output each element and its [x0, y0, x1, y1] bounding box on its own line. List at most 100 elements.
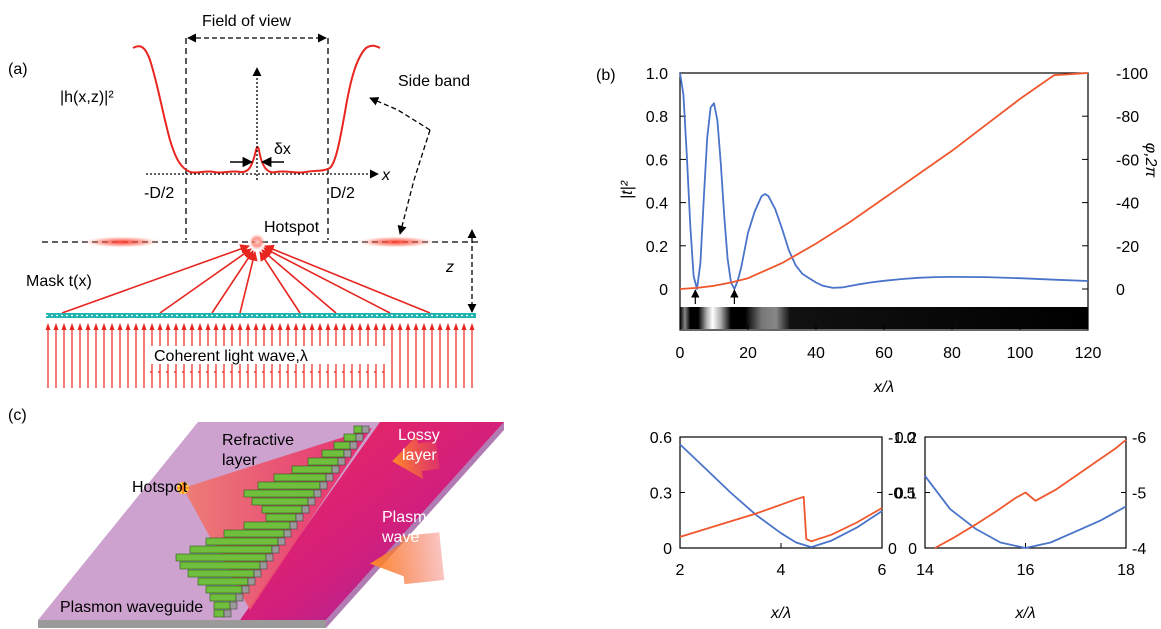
y-tick-label: 0	[659, 282, 668, 299]
light-arrow-head	[397, 323, 403, 330]
light-arrow-head	[149, 323, 155, 330]
hotspot-star-rays	[177, 482, 189, 494]
x-axis-label: x/λ	[1014, 605, 1035, 622]
refractive-block-end	[283, 529, 292, 538]
d-half-label: D/2	[330, 185, 355, 202]
y2-tick-label: -20	[1116, 239, 1139, 256]
hotspot-label: Hotspot	[264, 219, 320, 236]
x-tick-label: 60	[875, 345, 893, 362]
phase-line	[934, 439, 1127, 549]
x-tick-label: 6	[878, 562, 887, 579]
y2-tick-label: -80	[1116, 109, 1139, 126]
transmission-bar	[680, 307, 1088, 329]
waveguide-label: Plasmon waveguide	[60, 599, 203, 616]
refractive-block-end	[289, 521, 298, 530]
panel-a: (a) Field of view |h(x,z)|² Side band x …	[8, 13, 480, 388]
refractive-block-end	[253, 569, 262, 578]
refractive-block-end	[313, 489, 322, 498]
refractive-block-end	[337, 457, 346, 466]
y-tick-label: 0.3	[650, 486, 672, 503]
refractive-block	[353, 425, 363, 434]
y-tick-label: 0.4	[646, 196, 668, 213]
transmission-line	[679, 72, 1089, 290]
plasmon-label: Plasmon	[382, 509, 444, 526]
refractive-block-end	[247, 577, 256, 586]
refractive-label: Refractive	[222, 432, 294, 449]
light-arrow-head	[237, 323, 243, 330]
waveguide-front-edge	[38, 620, 326, 628]
light-arrow-head	[437, 323, 443, 330]
transmission-line	[679, 443, 883, 548]
refractive-block	[213, 609, 225, 618]
x-tick-label: 100	[1007, 345, 1034, 362]
light-arrow-head	[333, 323, 339, 330]
refractive-block	[197, 577, 249, 586]
light-arrow-head	[141, 323, 147, 330]
light-arrow-head	[293, 323, 299, 330]
light-arrow-head	[341, 323, 347, 330]
refractive-block	[205, 537, 279, 546]
refractive-block	[243, 521, 291, 530]
y2-tick-label: 0	[888, 541, 897, 558]
y2-tick-label: -100	[1116, 66, 1148, 83]
refractive-block	[209, 593, 237, 602]
refractive-block-end	[223, 609, 232, 618]
y-tick-label: 0.6	[650, 430, 672, 447]
refractive-block	[189, 545, 273, 554]
light-arrow-head	[365, 323, 371, 330]
refractive-block	[273, 473, 327, 482]
refractive-block-end	[271, 545, 280, 554]
y2-tick-label: -4	[1132, 541, 1146, 558]
light-arrow-head	[413, 323, 419, 330]
light-arrow-head	[429, 323, 435, 330]
lossy-layer-label: layer	[402, 447, 437, 464]
light-arrow-head	[53, 323, 59, 330]
light-arrow-head	[213, 323, 219, 330]
x-tick-label: 80	[943, 345, 961, 362]
light-arrow-head	[77, 323, 83, 330]
light-arrow-head	[253, 323, 259, 330]
refractive-block-end	[331, 465, 340, 474]
refractive-block-end	[301, 505, 310, 514]
light-arrow-head	[421, 323, 427, 330]
x-tick-label: 20	[739, 345, 757, 362]
phase-line	[679, 72, 1089, 290]
lossy-label: Lossy	[398, 427, 440, 444]
light-arrow-head	[61, 323, 67, 330]
light-arrow-head	[389, 323, 395, 330]
refractive-block-end	[259, 561, 268, 570]
y-tick-label: 0.8	[646, 109, 668, 126]
transmission-line	[924, 475, 1127, 549]
side-band-arrow-up	[369, 97, 431, 131]
refractive-block	[205, 585, 243, 594]
y-axis-label: |t|²	[619, 180, 636, 199]
side-band-arrow-down	[397, 129, 431, 235]
refractive-block	[243, 489, 315, 498]
light-arrow-head	[469, 323, 475, 330]
light-arrow-head	[85, 323, 91, 330]
light-arrow-head	[205, 323, 211, 330]
y2-axis-label: φ,2π	[1142, 143, 1159, 178]
side-band-label: Side band	[398, 73, 470, 90]
refractive-block-end	[235, 593, 244, 602]
refractive-block	[257, 481, 321, 490]
refractive-block	[265, 513, 297, 522]
panel-c-label: (c)	[8, 407, 27, 424]
light-arrow-head	[245, 323, 251, 330]
wave-label: wave	[381, 529, 419, 546]
psf-x-label: x	[381, 167, 391, 184]
light-arrow-head	[229, 323, 235, 330]
light-arrow-head	[357, 323, 363, 330]
psf-label: |h(x,z)|²	[60, 89, 114, 106]
light-arrow-head	[309, 323, 315, 330]
panel-c: (c) Refractive layer Lossy layer Hotspot…	[8, 407, 504, 628]
field-of-view-label: Field of view	[202, 13, 291, 30]
light-arrow-head	[101, 323, 107, 330]
x-tick-label: 40	[807, 345, 825, 362]
light-arrow-head	[317, 323, 323, 330]
refractive-block	[343, 433, 357, 442]
focusing-rays	[61, 244, 431, 314]
light-arrow-head	[125, 323, 131, 330]
